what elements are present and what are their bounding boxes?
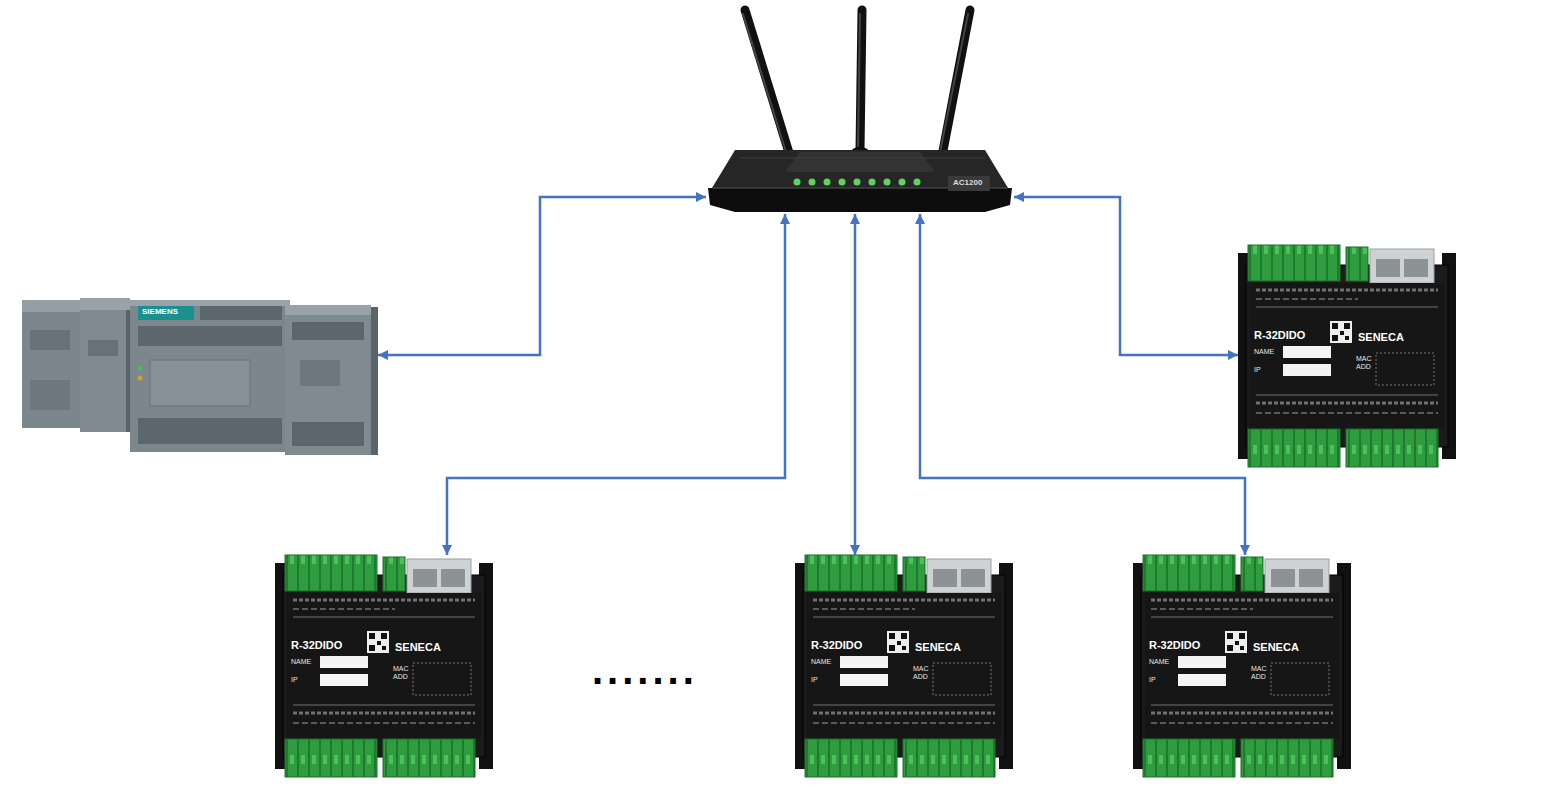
- io-module-illustrations: [275, 245, 1456, 777]
- continuation-dots: .......: [592, 650, 698, 690]
- network-link: [447, 214, 785, 555]
- io-module: R-32DIDO NAME IP SENECA MAC ADD: [795, 555, 1013, 777]
- plc-illustration: [80, 298, 130, 310]
- io-module: R-32DIDO NAME IP SENECA MAC ADD: [1238, 245, 1456, 467]
- network-link: [378, 197, 706, 355]
- router-illustration: [743, 14, 786, 152]
- plc-illustration: [130, 300, 290, 306]
- plc-illustration: [138, 376, 143, 381]
- router-illustration: [858, 14, 860, 146]
- router-illustration: [940, 14, 968, 152]
- field-label: IP: [291, 676, 298, 684]
- router-device: AC1200: [706, 148, 1014, 214]
- plc-illustration: [292, 322, 364, 340]
- field-label: IP: [1149, 676, 1156, 684]
- plc-illustration: [88, 340, 118, 356]
- router-illustration: [942, 10, 970, 156]
- model-badge: AC1200: [953, 179, 982, 188]
- router-illustration: [869, 179, 876, 186]
- field-label: MAC ADD: [1356, 355, 1375, 370]
- plc-illustration: [292, 422, 364, 446]
- router-illustration: [708, 10, 1012, 212]
- field-label: NAME: [291, 658, 311, 666]
- plc-illustration: [138, 366, 143, 371]
- plc-illustration: [30, 380, 70, 410]
- plc-illustration: [371, 307, 378, 455]
- plc-illustration: [138, 306, 194, 320]
- router-illustration: [740, 158, 985, 159]
- router-illustration: [809, 179, 816, 186]
- brand-name: SIEMENS: [142, 308, 178, 317]
- brand-name: SENECA: [1358, 331, 1404, 343]
- io-module: R-32DIDO NAME IP SENECA MAC ADD: [1133, 555, 1351, 777]
- plc-illustration: [80, 298, 130, 432]
- plc-illustration: [30, 330, 70, 350]
- network-link: [854, 214, 857, 555]
- model-name: R-32DIDO: [1149, 639, 1200, 651]
- plc-illustration: [130, 300, 290, 452]
- router-illustration: [785, 152, 935, 172]
- io-module-illustrations: [795, 555, 1013, 777]
- field-label: NAME: [811, 658, 831, 666]
- io-module: R-32DIDO NAME IP SENECA MAC ADD: [275, 555, 493, 777]
- network-link: [1014, 197, 1238, 355]
- io-module-illustrations: [1133, 555, 1351, 777]
- field-label: IP: [811, 676, 818, 684]
- plc-illustration: [22, 300, 88, 312]
- field-label: MAC ADD: [393, 665, 412, 680]
- router-illustration: [708, 188, 1012, 212]
- plc-illustration: [150, 360, 250, 406]
- router-illustration: [839, 179, 846, 186]
- brand-name: SENECA: [1253, 641, 1299, 653]
- field-label: NAME: [1254, 348, 1274, 356]
- router-illustration: [824, 179, 831, 186]
- plc-illustration: [285, 305, 371, 315]
- model-name: R-32DIDO: [1254, 329, 1305, 341]
- field-label: IP: [1254, 366, 1261, 374]
- brand-name: SENECA: [915, 641, 961, 653]
- network-link: [920, 214, 1245, 555]
- model-name: R-32DIDO: [291, 639, 342, 651]
- router-illustration: [794, 179, 801, 186]
- plc-illustration: [22, 300, 88, 428]
- router-illustration: [745, 10, 790, 156]
- plc-illustration: [285, 305, 371, 455]
- router-illustration: [884, 179, 891, 186]
- plc-illustration: [22, 298, 378, 455]
- field-label: MAC ADD: [1251, 665, 1270, 680]
- brand-name: SENECA: [395, 641, 441, 653]
- plc-illustration: [200, 306, 282, 320]
- plc-illustration: [138, 326, 282, 346]
- router-illustration: [854, 179, 861, 186]
- io-module-illustrations: [275, 555, 493, 777]
- io-module-illustrations: [1238, 245, 1456, 467]
- router-illustration: [914, 179, 921, 186]
- router-illustration: [712, 150, 1008, 188]
- router-illustration: [899, 179, 906, 186]
- field-label: NAME: [1149, 658, 1169, 666]
- plc-illustration: [138, 418, 282, 444]
- plc-device: SIEMENS: [20, 298, 378, 456]
- model-name: R-32DIDO: [811, 639, 862, 651]
- field-label: MAC ADD: [913, 665, 932, 680]
- router-illustration: [948, 176, 990, 191]
- plc-illustration: [300, 360, 340, 386]
